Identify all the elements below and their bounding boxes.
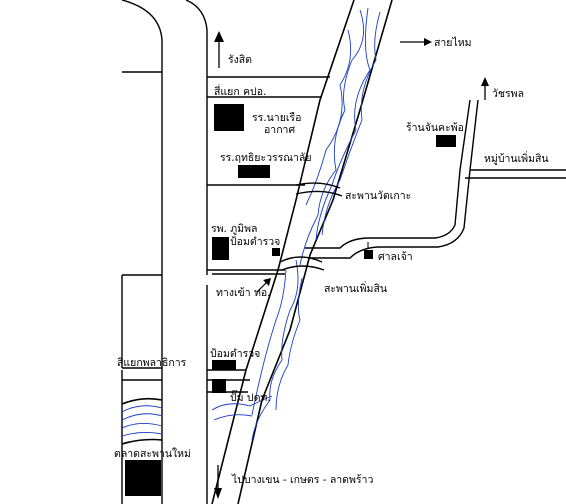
label-sai-mai: สายไหม — [434, 36, 472, 49]
label-rangsit: รังสิต — [228, 54, 252, 66]
label-intersection-palachakorn: สี่แยกพลาธิการ — [117, 355, 187, 369]
side-canal — [121, 397, 163, 445]
label-shop-jantaphor: ร้านจันคะพ้อ — [406, 122, 464, 134]
cross-roads — [122, 76, 566, 393]
label-school-air-force-2: อากาศ — [264, 124, 295, 136]
label-to-bangkhen: ไปบางเขน - เกษตร - ลาดพร้าว — [231, 473, 373, 486]
arrow-down-icon — [214, 465, 222, 499]
arrow-up-icon — [214, 31, 224, 68]
label-hospital: รพ. ภูมิพล — [211, 223, 257, 235]
arrow-right-icon — [400, 38, 432, 46]
police-box-1-marker — [272, 248, 280, 256]
arrow-up-icon — [481, 77, 489, 100]
canal — [211, 0, 393, 504]
main-highway — [121, 0, 208, 504]
arrow-up-right-icon — [256, 278, 271, 293]
shrine-marker — [364, 250, 373, 259]
label-police-box-1: ป้อมตำรวจ — [230, 236, 280, 248]
label-shrine: ศาลเจ้า — [378, 251, 413, 263]
label-village-phermsin: หมู่บ้านเพิ่มสิน — [484, 151, 549, 165]
hospital-building — [212, 237, 229, 260]
label-intersection-cpor: สี่แยก คปอ. — [214, 84, 266, 98]
label-entrance: ทางเข้า ทอ. — [216, 287, 271, 299]
label-market: ตลาดสะพานใหม่ — [114, 447, 191, 460]
label-wacharaphon: วัชรพล — [492, 88, 524, 100]
gas-station-marker — [212, 379, 226, 393]
school-air-force-building — [214, 104, 244, 131]
police-box-2-marker — [212, 360, 236, 370]
label-bridge-phermsin: สะพานเพิ่มสิน — [324, 281, 387, 295]
label-school-udom: รร.ฤทธิยะวรรณาลัย — [220, 152, 312, 164]
market-building — [125, 460, 161, 496]
label-gas-ptt: ปั๊ม ปตท. — [230, 389, 271, 404]
label-bridge-wat-kho: สะพานวัดเกาะ — [345, 190, 411, 202]
shop-jantaphor-building — [436, 135, 456, 147]
label-school-air-force-1: รร.นายเรือ — [252, 111, 301, 124]
label-police-box-2: ป้อมตำรวจ — [210, 348, 260, 360]
school-udom-building — [238, 165, 270, 178]
